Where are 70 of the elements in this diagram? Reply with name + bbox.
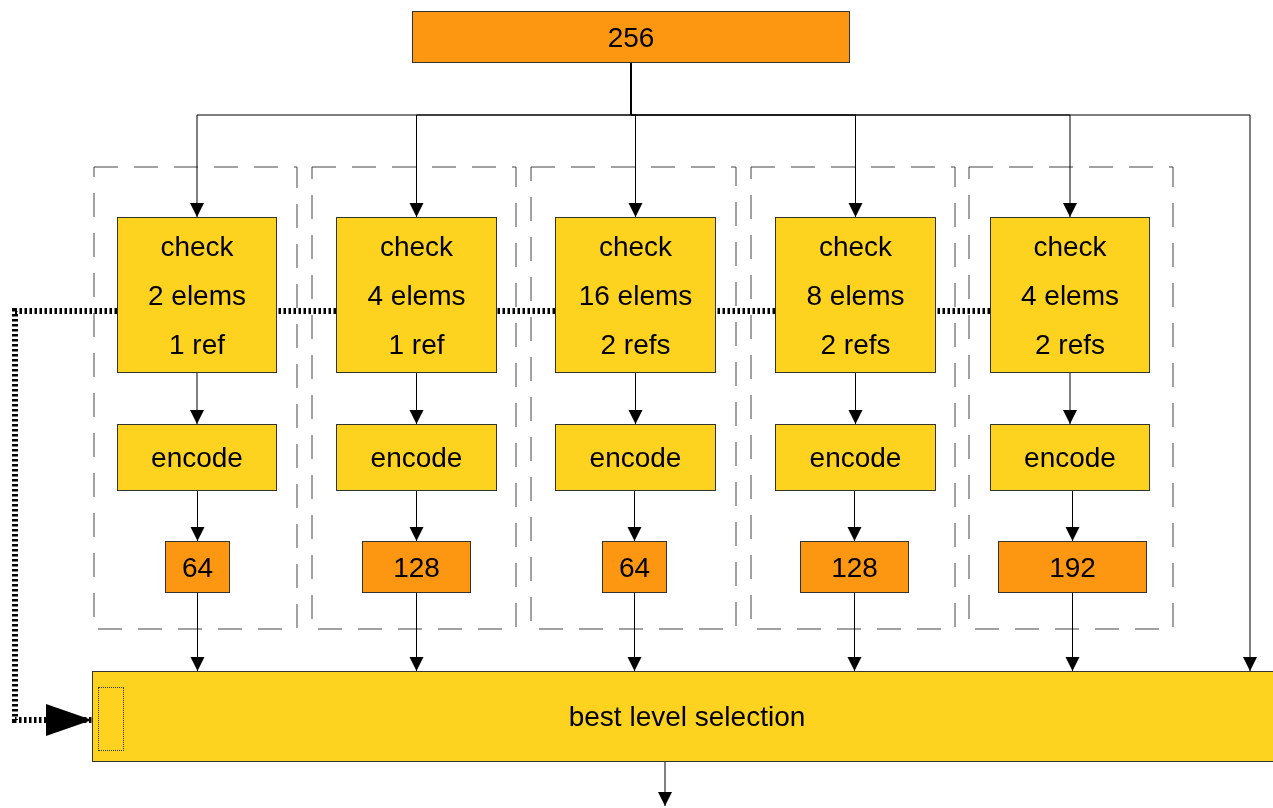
box-text: encode — [809, 441, 902, 475]
box-text: 64 — [618, 550, 651, 585]
process-box — [117, 424, 277, 491]
arrow — [1063, 372, 1077, 425]
value-box — [412, 11, 850, 63]
value-box — [998, 541, 1147, 593]
arrow — [1065, 490, 1080, 542]
box-text: 128 — [831, 550, 878, 585]
value-box — [362, 541, 471, 593]
box-text: 2 refs — [600, 327, 671, 362]
box-text: check — [598, 229, 673, 264]
arrow — [190, 592, 205, 672]
process-box — [555, 424, 716, 491]
dashed-group-box — [530, 166, 737, 630]
arrow — [190, 490, 205, 542]
box-text: encode — [370, 441, 463, 475]
arrow — [847, 490, 862, 542]
process-box — [92, 671, 1273, 762]
box-text: 256 — [607, 20, 655, 55]
box-text: 16 elems — [578, 278, 693, 313]
process-box — [990, 424, 1150, 491]
box-text: 64 — [181, 550, 214, 585]
box-text: check — [1033, 229, 1107, 264]
process-box — [990, 217, 1150, 373]
process-box — [117, 217, 277, 373]
box-text: check — [379, 229, 454, 264]
value-box — [800, 541, 909, 593]
box-text: 4 elems — [367, 278, 466, 313]
process-box — [775, 217, 936, 373]
box-text: check — [160, 229, 234, 264]
process-box — [336, 217, 497, 373]
arrow — [847, 592, 862, 672]
box-text: encode — [151, 441, 243, 475]
process-box — [336, 424, 497, 491]
box-text: encode — [589, 441, 682, 475]
dashed-group-box — [311, 166, 517, 630]
box-text: 8 elems — [806, 278, 905, 313]
arrow — [409, 592, 424, 672]
process-box — [555, 217, 716, 373]
arrow — [627, 592, 642, 672]
thick-dotted-connector — [936, 308, 990, 314]
box-text: 192 — [1049, 550, 1096, 585]
arrow — [627, 490, 642, 542]
box-text: 2 refs — [1035, 327, 1105, 362]
thick-dotted-connector — [277, 308, 336, 314]
process-box — [775, 424, 936, 491]
arrow — [848, 372, 863, 425]
arrow — [409, 490, 424, 542]
arrow — [1065, 592, 1080, 672]
dashed-group-box — [93, 166, 298, 630]
box-text: 4 elems — [1020, 278, 1119, 313]
box-text: 128 — [393, 550, 440, 585]
arrow — [628, 372, 643, 425]
box-text: 1 ref — [169, 327, 225, 362]
value-box — [165, 541, 230, 593]
arrow — [409, 372, 424, 425]
box-text: encode — [1024, 441, 1116, 475]
box-text: check — [818, 229, 893, 264]
value-box — [602, 541, 667, 593]
dashed-group-box — [968, 166, 1174, 630]
box-text: 1 ref — [388, 327, 445, 362]
arrow — [658, 761, 672, 807]
box-text: 2 refs — [820, 327, 891, 362]
arrow — [190, 372, 204, 425]
box-text: 2 elems — [147, 278, 246, 313]
thick-dotted-connector — [716, 308, 775, 314]
dashed-group-box — [750, 166, 956, 630]
thick-dotted-connector — [497, 308, 555, 314]
box-label: best level selection — [568, 700, 806, 734]
thick-dotted-connector — [12, 308, 117, 736]
